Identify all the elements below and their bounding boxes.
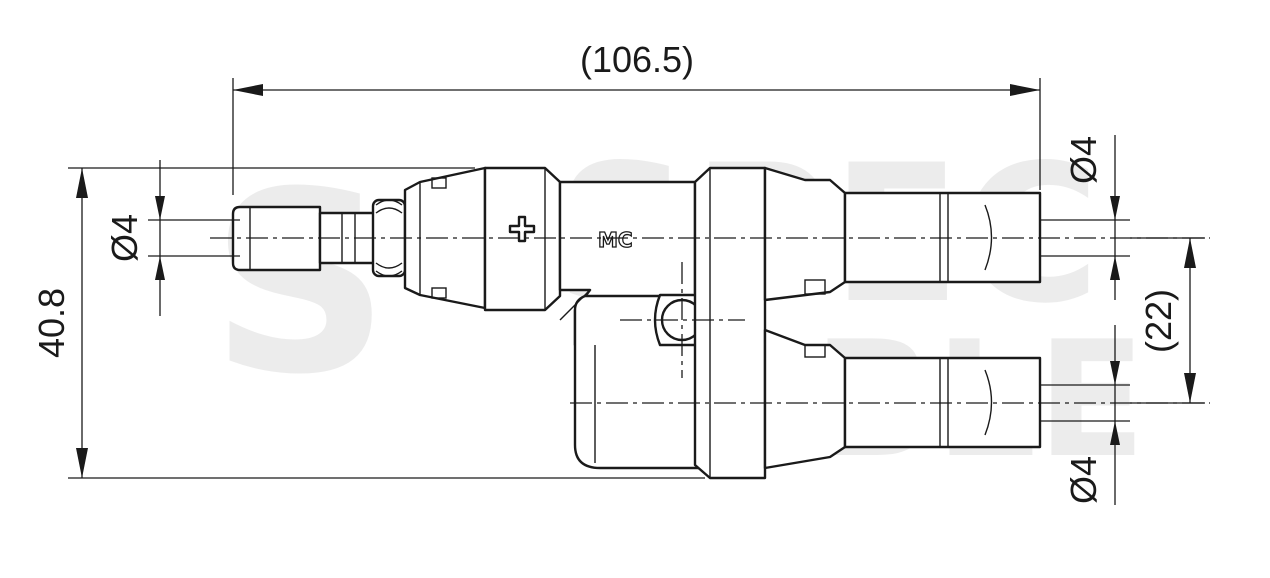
- arrow-bottom: [1110, 421, 1120, 445]
- arrow-top: [76, 168, 88, 198]
- arrow-top: [1110, 361, 1120, 385]
- arrow-top: [1110, 196, 1120, 220]
- brand-logo: MC: [598, 228, 633, 252]
- lower-latch: [804, 344, 826, 358]
- seal-ring-grooves: [375, 199, 403, 277]
- arrow-bottom: [1184, 373, 1196, 403]
- upper-socket-bore: [984, 204, 993, 271]
- arrow-bottom: [155, 256, 165, 280]
- arrow-right: [1010, 84, 1040, 96]
- dim-input-pin-diameter-text: Ø4: [104, 214, 145, 262]
- arrow-top: [155, 196, 165, 220]
- dim-output-bottom-diameter-text: Ø4: [1063, 456, 1104, 504]
- dim-output-spacing: (22): [1130, 237, 1205, 404]
- dim-overall-length-text: (106.5): [580, 39, 694, 80]
- dim-overall-height: 40.8: [31, 167, 705, 479]
- housing-chamfer: [559, 289, 591, 321]
- dim-overall-height-text: 40.8: [31, 288, 72, 358]
- watermark-logo-s: S: [210, 138, 390, 429]
- dim-output-spacing-text: (22): [1138, 289, 1179, 353]
- upper-latch: [804, 279, 826, 295]
- arrow-top: [1184, 238, 1196, 268]
- center-lines: [210, 237, 1210, 404]
- dim-output-bottom-diameter: Ø4: [1040, 325, 1130, 505]
- arrow-left: [233, 84, 263, 96]
- nut-notch-top: [431, 177, 447, 189]
- y-branch-connector: + MC: [231, 166, 1042, 480]
- dim-overall-length: (106.5): [232, 39, 1041, 195]
- dim-output-top-diameter: Ø4: [1040, 135, 1130, 300]
- nut-notch-bottom: [431, 287, 447, 299]
- arrow-bottom: [1110, 256, 1120, 280]
- polarity-plus-icon: [508, 215, 536, 243]
- middle-collar: [693, 166, 767, 480]
- dim-output-top-diameter-text: Ø4: [1063, 136, 1104, 184]
- lower-socket-bore: [984, 369, 993, 436]
- arrow-bottom: [76, 448, 88, 478]
- dim-input-pin-diameter: Ø4: [104, 160, 240, 316]
